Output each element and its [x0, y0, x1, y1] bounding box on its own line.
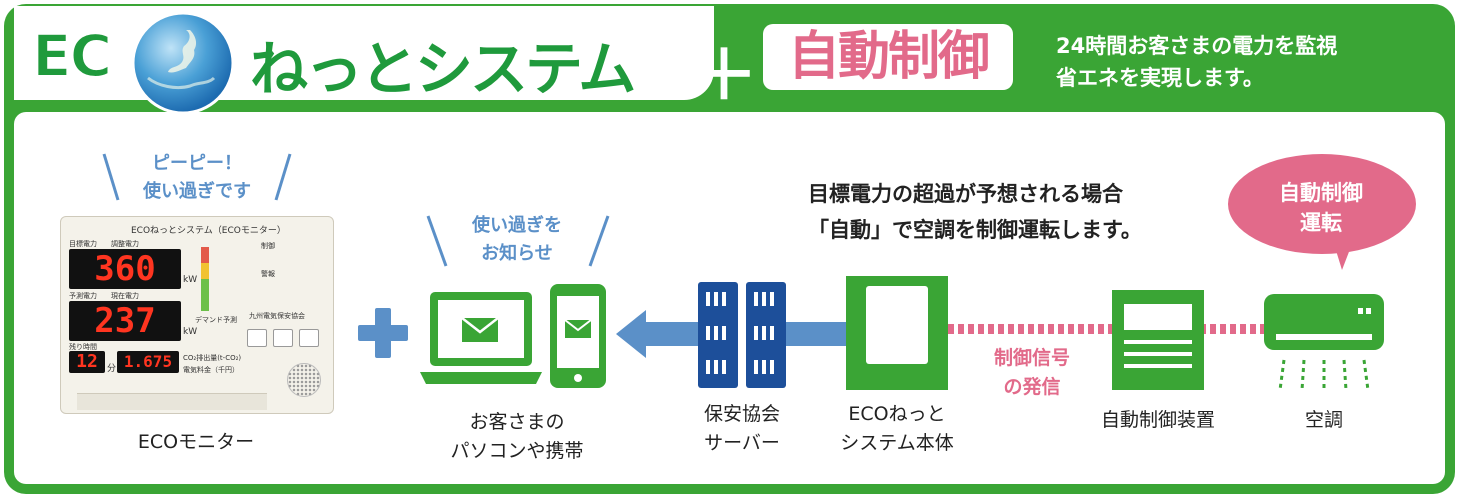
- server-caption-line-2: サーバー: [704, 432, 780, 454]
- alert-lines-pc: [426, 215, 610, 267]
- laptop-icon: [420, 292, 542, 384]
- message-line-1: 目標電力の超過が予想される場合: [808, 182, 1123, 206]
- server-caption: 保安協会 サーバー: [670, 400, 814, 458]
- monitor-label-demand: デマンド予測: [195, 316, 237, 324]
- eco-body-caption-line-2: システム本体: [840, 432, 954, 454]
- aircon-bubble-text: 自動制御 運転: [1250, 178, 1392, 238]
- smartphone-icon: [550, 284, 606, 388]
- pc-caption-line-1: お客さまの: [469, 411, 565, 433]
- eco-body-caption-line-1: ECOねっと: [848, 403, 946, 425]
- monitor-label-remaining: 残り時間: [69, 343, 97, 351]
- monitor-label-maker: 九州電気保安協会: [249, 312, 305, 320]
- monitor-value-bottom: 237: [69, 301, 181, 341]
- alert-lines-monitor: [102, 153, 292, 201]
- aircon-bubble-line-2: 運転: [1300, 211, 1342, 235]
- signal-caption-line-2: の発信: [1003, 376, 1061, 398]
- monitor-caption: ECOモニター: [137, 431, 255, 453]
- monitor-button-3[interactable]: [299, 329, 319, 347]
- monitor-label-cost: 電気料金（千円）: [183, 366, 239, 374]
- eco-system-unit-icon: [846, 276, 948, 390]
- auto-control-device-icon: [1112, 290, 1204, 390]
- title-system: ねっとシステム: [250, 35, 636, 103]
- globe-icon: [131, 11, 235, 115]
- pc-caption: お客さまの パソコンや携帯: [432, 408, 602, 466]
- pc-alert-text: 使い過ぎを お知らせ: [446, 212, 588, 268]
- pc-caption-line-2: パソコンや携帯: [450, 440, 584, 462]
- title-auto-control: 自動制御: [763, 24, 1013, 90]
- server-icon: [698, 282, 786, 388]
- aircon-caption: 空調: [1304, 409, 1343, 431]
- header-title-background: [14, 6, 714, 100]
- monitor-unit-kw-top: kW: [183, 275, 198, 285]
- pc-alert-line-1: 使い過ぎを: [472, 215, 562, 236]
- monitor-unit-min: 分: [107, 364, 117, 374]
- monitor-value-time: 12: [69, 351, 105, 373]
- monitor-label-forecast: 予測電力: [69, 292, 97, 300]
- monitor-label-co2: CO₂排出量(t-CO₂): [183, 354, 242, 362]
- monitor-label-current: 現在電力: [111, 292, 139, 300]
- pc-alert-line-2: お知らせ: [481, 243, 553, 264]
- monitor-label-ctrl: 制御: [261, 242, 275, 250]
- monitor-unit-kw-bottom: kW: [183, 327, 198, 337]
- header-plus: ＋: [690, 37, 759, 116]
- demand-level-meter: [201, 247, 209, 311]
- monitor-alert-line-2: 使い過ぎです: [143, 181, 251, 202]
- eco-monitor-device: ECOねっとシステム（ECOモニター） 目標電力 調整電力 360 kW 予測電…: [60, 216, 334, 414]
- monitor-alert-line-1: ピーピー！: [152, 153, 242, 174]
- eco-body-caption: ECOねっと システム本体: [814, 400, 980, 458]
- title-eco: EC: [31, 21, 113, 91]
- monitor-label-alarm: 警報: [261, 270, 275, 278]
- control-signal-line: [948, 324, 1268, 334]
- signal-caption: 制御信号 の発信: [972, 344, 1092, 402]
- speaker-grille: [287, 363, 321, 397]
- signal-caption-line-1: 制御信号: [993, 347, 1070, 369]
- monitor-label-target: 目標電力: [69, 240, 97, 248]
- message-line-2: 「自動」で空調を制御運転します。: [808, 218, 1142, 242]
- tagline-line-2: 省エネを実現します。: [1056, 66, 1264, 90]
- monitor-value-top: 360: [69, 249, 181, 289]
- air-conditioner-icon: [1264, 294, 1384, 391]
- aircon-speech-bubble: [1228, 154, 1416, 270]
- monitor-button-1[interactable]: [247, 329, 267, 347]
- tagline-line-1: 24時間お客さまの電力を監視: [1056, 34, 1338, 58]
- server-caption-line-1: 保安協会: [703, 403, 780, 425]
- monitor-value-co2: 1.675: [117, 351, 179, 373]
- monitor-button-2[interactable]: [273, 329, 293, 347]
- plus-icon: [358, 308, 408, 358]
- monitor-screen-title: ECOねっとシステム（ECOモニター）: [131, 226, 286, 236]
- monitor-alert-text: ピーピー！ 使い過ぎです: [110, 150, 284, 206]
- monitor-base: [77, 393, 267, 410]
- aircon-bubble-line-1: 自動制御: [1279, 181, 1363, 205]
- controller-caption: 自動制御装置: [1100, 409, 1215, 431]
- monitor-label-adjust: 調整電力: [111, 240, 139, 248]
